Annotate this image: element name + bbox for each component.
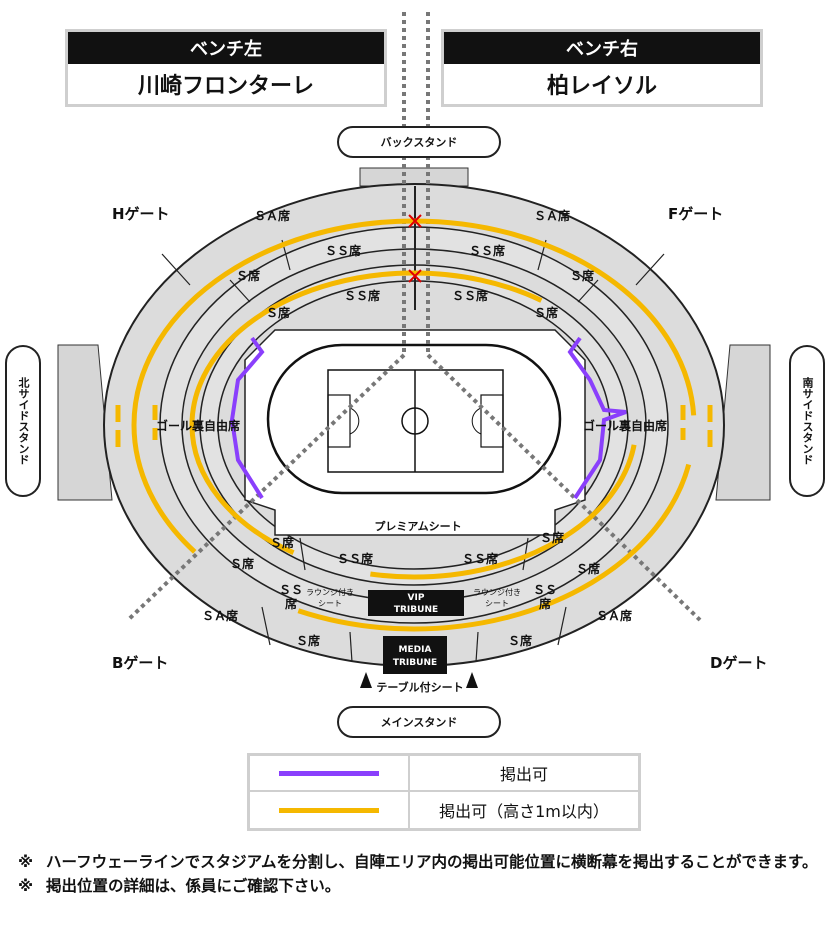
bench-right-box: ベンチ右 柏レイソル [441,29,763,107]
legend-row-yellow: 掲出可（高さ1m以内） [250,792,638,828]
bench-left-header: ベンチ左 [68,32,384,64]
purple-banner-left [229,336,265,500]
south-stand-pill: 南サイドスタンド [789,345,825,497]
note-1-text: ハーフウェーラインでスタジアムを分割し、自陣エリア内の掲出可能位置に横断幕を掲出… [46,853,818,871]
bench-left-team: 川崎フロンターレ [137,74,314,99]
label-sa-top-left: ＳＡ席 [254,208,290,223]
label-ss-4: ＳＳ席 [452,288,488,303]
gate-b: Bゲート [112,654,169,672]
label-s-10: Ｓ席 [508,633,532,648]
legend-label-yellow: 掲出可（高さ1m以内） [439,802,609,821]
label-vip-1: VIP [408,593,425,603]
legend: 掲出可 掲出可（高さ1m以内） [247,753,641,831]
label-s-9: Ｓ席 [296,633,320,648]
label-vip-2: TRIBUNE [394,605,438,615]
legend-row-purple: 掲出可 [250,756,638,792]
bench-right-header: ベンチ右 [444,32,760,64]
label-s-1: Ｓ席 [236,268,260,283]
media-tribune-box [383,636,447,674]
note-2: ※ 掲出位置の詳細は、係員にご確認下さい。 [18,874,818,898]
label-sa-bottom-left: ＳＡ席 [202,608,238,623]
note-2-text: 掲出位置の詳細は、係員にご確認下さい。 [46,877,341,895]
main-stand-pill: メインスタンド [337,706,501,738]
label-premium: プレミアムシート [374,519,461,533]
label-table-seat: テーブル付シート [376,680,463,694]
label-ss-1: ＳＳ席 [325,243,361,258]
label-s-7: Ｓ席 [230,556,254,571]
label-ss-small-r1: ＳＳ [533,583,557,597]
yellow-banner-inner [189,270,639,580]
label-s-6: Ｓ席 [540,530,564,545]
label-ss-6: ＳＳ席 [462,551,498,566]
gate-d: Dゲート [710,654,768,672]
label-goal-left: ゴール裏自由席 [156,418,240,433]
note-1: ※ ハーフウェーラインでスタジアムを分割し、自陣エリア内の掲出可能位置に横断幕を… [18,850,818,874]
legend-label-purple: 掲出可 [499,765,548,784]
notes: ※ ハーフウェーラインでスタジアムを分割し、自陣エリア内の掲出可能位置に横断幕を… [18,850,818,898]
purple-banner-right [567,336,627,500]
label-media-2: TRIBUNE [393,658,437,668]
note-1-mark: ※ [18,853,34,871]
label-ss-3: ＳＳ席 [344,288,380,303]
table-seat-marker-left [360,672,372,688]
label-goal-right: ゴール裏自由席 [583,418,667,433]
label-ss-small-l1: ＳＳ [279,583,303,597]
bench-left-box: ベンチ左 川崎フロンターレ [65,29,387,107]
legend-swatch-purple [279,770,379,776]
label-s-3: Ｓ席 [266,305,290,320]
gate-h: Hゲート [112,205,170,223]
label-ss-small-l2: 席 [285,596,297,611]
north-stand-block [57,344,113,501]
label-ss-5: ＳＳ席 [337,551,373,566]
label-lounge-left-2: シート [318,599,342,608]
label-ss-2: ＳＳ席 [469,243,505,258]
south-stand-block [715,344,771,501]
back-stand-pill: バックスタンド [337,126,501,158]
label-lounge-left-1: ラウンジ付き [306,587,354,597]
gate-f: Fゲート [668,205,724,223]
bench-right-team: 柏レイソル [546,74,657,99]
label-lounge-right-2: シート [485,599,509,608]
legend-swatch-yellow [279,807,379,813]
label-s-5: Ｓ席 [270,535,294,550]
note-2-mark: ※ [18,877,34,895]
vip-tribune-box [368,590,464,616]
label-s-2: Ｓ席 [570,268,594,283]
table-seat-marker-right [466,672,478,688]
label-sa-top-right: ＳＡ席 [534,208,570,223]
label-s-4: Ｓ席 [534,305,558,320]
label-ss-small-r2: 席 [539,596,551,611]
label-lounge-right-1: ラウンジ付き [473,587,521,597]
label-s-8: Ｓ席 [576,561,600,576]
north-stand-pill: 北サイドスタンド [5,345,41,497]
label-media-1: MEDIA [399,645,432,655]
label-sa-bottom-right: ＳＡ席 [596,608,632,623]
